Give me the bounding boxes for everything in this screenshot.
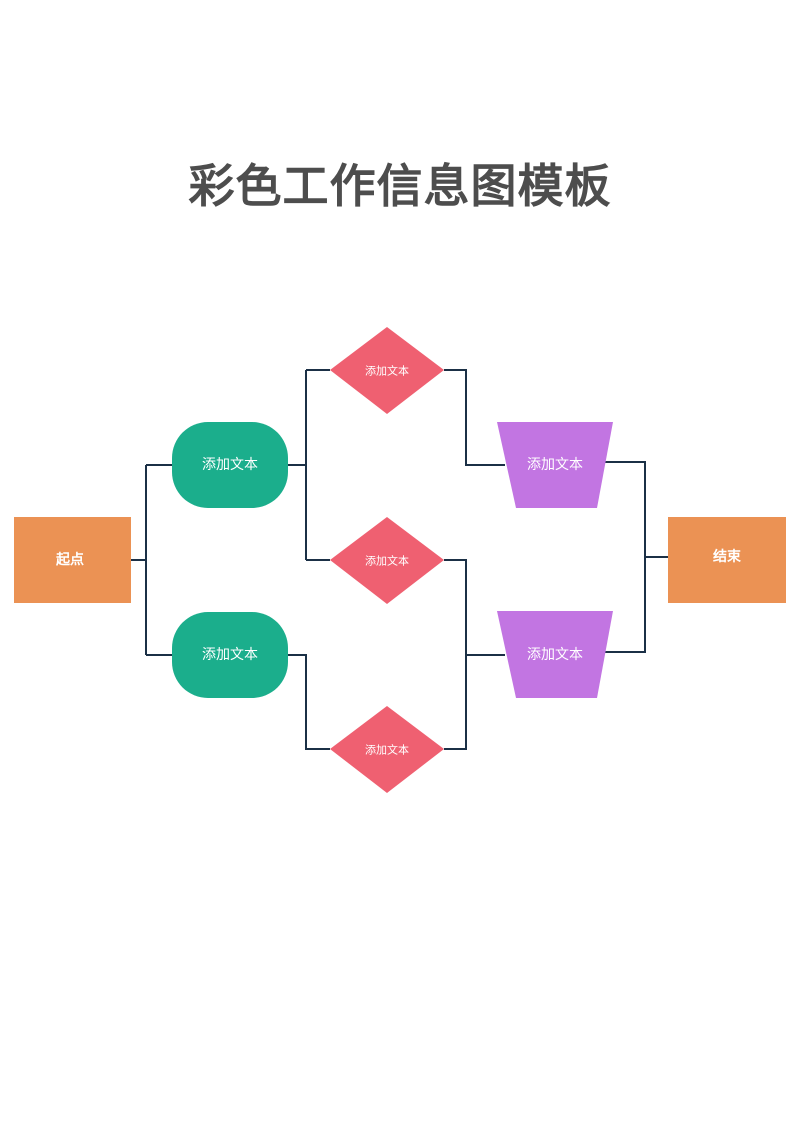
connector-trapezoid-merge [605,461,668,653]
decision-diamond-top [330,327,444,414]
end-box [668,517,786,603]
trapezoid-shape-top [497,422,613,508]
start-box [14,517,131,603]
process-node-top[interactable]: 添加文本 [172,422,288,508]
decision-node-middle[interactable]: 添加文本 [330,517,444,604]
decision-node-bottom[interactable]: 添加文本 [330,706,444,793]
decision-diamond-bottom [330,706,444,793]
end-node[interactable]: 结束 [668,517,786,603]
start-label: 起点 [55,551,84,568]
process-box-bottom [172,612,288,698]
connector-process-bottom [288,654,330,750]
decision-label-top: 添加文本 [365,364,409,378]
decision-diamond-middle [330,517,444,604]
process-label-top: 添加文本 [202,457,258,473]
decision-node-top[interactable]: 添加文本 [330,327,444,414]
connector-decision-merge [444,559,505,750]
start-node[interactable]: 起点 [14,517,131,603]
page-title: 彩色工作信息图模板 [188,159,612,213]
decision-label-middle: 添加文本 [365,554,409,568]
trapezoid-label-bottom: 添加文本 [527,647,583,663]
end-label: 结束 [713,548,742,565]
trapezoid-node-bottom[interactable]: 添加文本 [497,611,613,698]
process-node-bottom[interactable]: 添加文本 [172,612,288,698]
decision-label-bottom: 添加文本 [365,743,409,757]
trapezoid-node-top[interactable]: 添加文本 [497,422,613,508]
connector-start-split [131,464,172,656]
connector-decision-top [444,369,505,466]
trapezoid-label-top: 添加文本 [527,457,583,473]
process-label-bottom: 添加文本 [202,647,258,663]
connectors [131,369,668,750]
trapezoid-shape-bottom [497,611,613,698]
connector-process-top-split [288,369,330,561]
process-box-top [172,422,288,508]
